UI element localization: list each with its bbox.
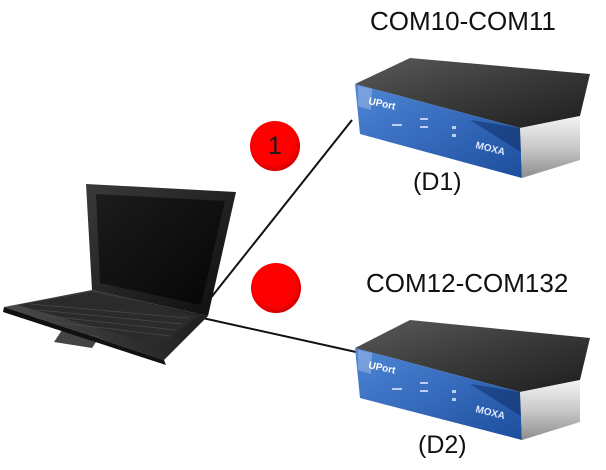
device-id-label-d2: (D2) [418,431,467,459]
com-range-label-d1: COM10-COM11 [370,6,556,36]
com-range-label-d2: COM12-COM132 [366,268,569,298]
device-id-label-d1: (D1) [413,168,462,196]
usb-serial-hub-icon: UPort MOXA [355,58,590,178]
connection-badge-1: 1 [250,121,300,171]
cable-to-d1 [197,119,353,315]
connection-badge-2 [251,263,301,313]
usb-serial-hub-icon: UPort MOXA [355,320,590,440]
cable-to-d2 [197,316,357,353]
laptop-icon [3,184,236,365]
